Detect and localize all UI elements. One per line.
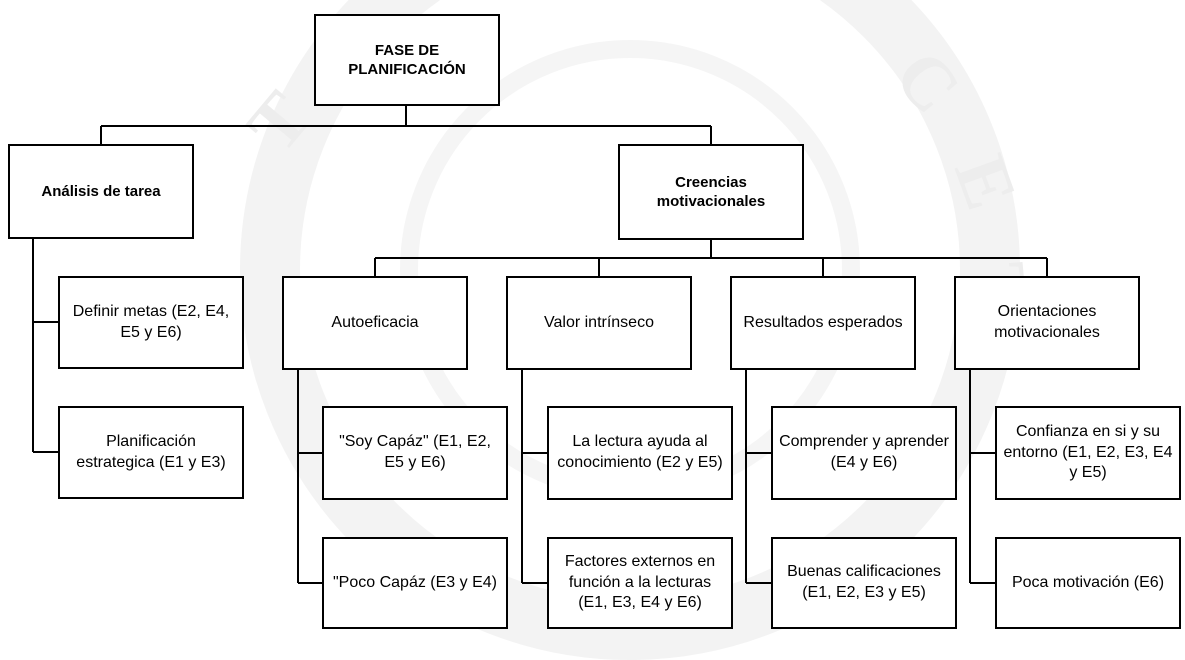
- node-autoeficacia: Autoeficacia: [282, 276, 468, 370]
- node-orientaciones-motivacionales: Orientaciones motivacionales: [954, 276, 1140, 370]
- node-confianza-entorno: Confianza en si y su entorno (E1, E2, E3…: [995, 406, 1181, 500]
- node-valor-intrinseco: Valor intrínseco: [506, 276, 692, 370]
- node-analisis-de-tarea: Análisis de tarea: [8, 144, 194, 239]
- node-buenas-calificaciones: Buenas calificaciones (E1, E2, E3 y E5): [771, 537, 957, 629]
- node-resultados-esperados: Resultados esperados: [730, 276, 916, 370]
- node-creencias-motivacionales: Creencias motivacionales: [618, 144, 804, 240]
- node-comprender-aprender: Comprender y aprender (E4 y E6): [771, 406, 957, 500]
- node-soy-capaz: "Soy Capáz" (E1, E2, E5 y E6): [322, 406, 508, 500]
- node-lectura-conocimiento: La lectura ayuda al conocimiento (E2 y E…: [547, 406, 733, 500]
- node-definir-metas: Definir metas (E2, E4, E5 y E6): [58, 276, 244, 369]
- node-planificacion-estrategica: Planificación estrategica (E1 y E3): [58, 406, 244, 499]
- connector-lines: [32, 106, 1048, 584]
- node-poca-motivacion: Poca motivación (E6): [995, 537, 1181, 629]
- node-factores-externos: Factores externos en función a la lectur…: [547, 537, 733, 629]
- root-node: FASE DE PLANIFICACIÓN: [314, 14, 500, 106]
- node-poco-capaz: "Poco Capáz (E3 y E4): [322, 537, 508, 629]
